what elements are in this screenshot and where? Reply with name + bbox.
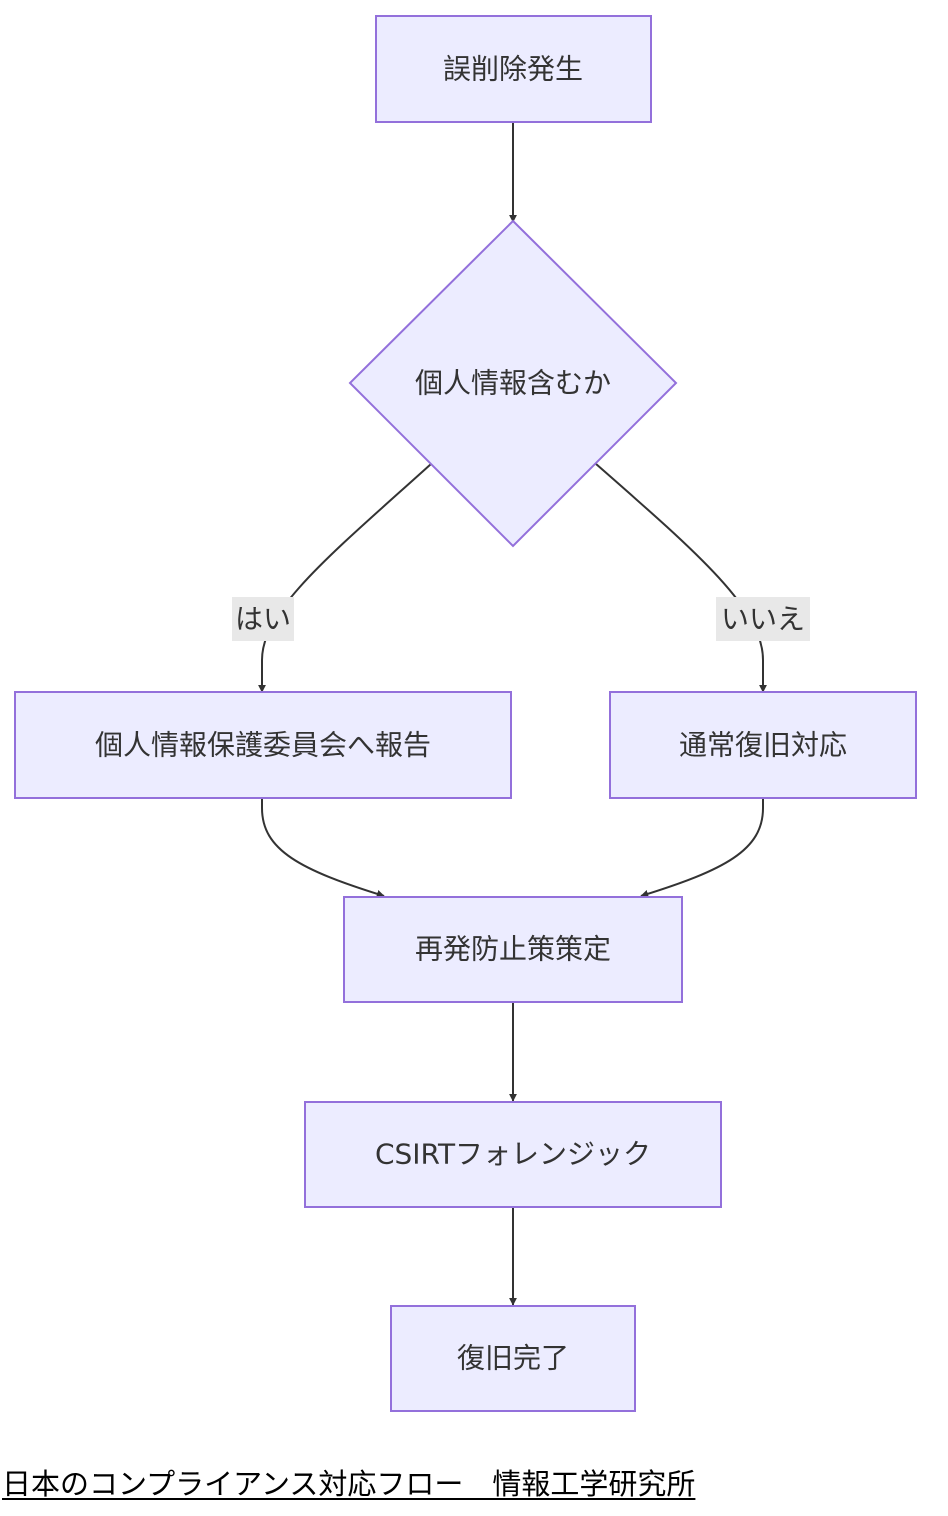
- figure-caption: 日本のコンプライアンス対応フロー 情報工学研究所: [2, 1467, 696, 1501]
- node-start: 誤削除発生: [375, 15, 652, 123]
- node-yes-branch-label: 個人情報保護委員会へ報告: [95, 729, 431, 762]
- edge-label-no-text: いいえ: [721, 603, 805, 636]
- edge-yes-to-prevention: [261, 798, 385, 898]
- node-yes-branch: 個人情報保護委員会へ報告: [14, 691, 512, 799]
- edge-decision-to-yes: [258, 463, 432, 693]
- edges: [258, 122, 767, 1306]
- node-decision-label: 個人情報含むか: [415, 367, 611, 400]
- node-end-label: 復旧完了: [457, 1342, 569, 1375]
- node-no-branch: 通常復旧対応: [609, 691, 917, 799]
- edge-decision-to-no: [595, 463, 767, 693]
- node-forensics: CSIRTフォレンジック: [304, 1101, 722, 1208]
- node-prevention: 再発防止策策定: [343, 896, 683, 1003]
- edge-label-no: いいえ: [716, 597, 810, 641]
- node-prevention-label: 再発防止策策定: [415, 933, 611, 966]
- node-start-label: 誤削除発生: [443, 53, 583, 86]
- flowchart: はい いいえ 誤削除発生 個人情報含むか 個人情報保護委員会へ報告 通常復旧対応…: [14, 15, 917, 1412]
- node-end: 復旧完了: [390, 1305, 636, 1412]
- node-decision: 個人情報含むか: [348, 219, 678, 548]
- edge-label-yes-text: はい: [235, 603, 291, 636]
- node-no-branch-label: 通常復旧対応: [679, 729, 847, 762]
- edge-no-to-prevention: [640, 798, 764, 898]
- edge-label-yes: はい: [232, 597, 294, 641]
- node-forensics-label: CSIRTフォレンジック: [375, 1138, 651, 1171]
